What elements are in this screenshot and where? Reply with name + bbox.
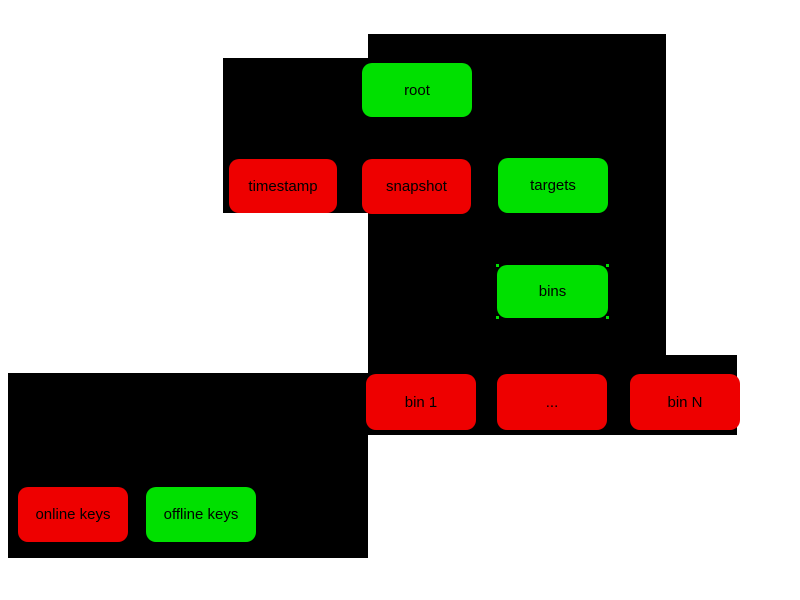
selection-corner-mark [606,264,609,267]
node-timestamp-label: timestamp [248,177,318,195]
node-bin-n: bin N [630,374,740,430]
node-bin-ellipsis-label: ... [545,393,559,411]
node-targets: targets [498,158,608,213]
legend-online-keys: online keys [18,487,128,542]
node-root-label: root [404,81,430,99]
selection-corner-mark [606,316,609,319]
node-bin-1-label: bin 1 [404,393,438,411]
selection-corner-mark [496,316,499,319]
legend-online-keys-label: online keys [35,506,111,523]
node-bin-ellipsis: ... [497,374,607,430]
node-snapshot-label: snapshot [386,178,447,195]
node-bin-n-label: bin N [667,393,703,411]
selection-corner-mark [496,264,499,267]
node-bins-label: bins [538,283,567,300]
node-targets-label: targets [530,177,576,194]
node-bin-1: bin 1 [366,374,476,430]
legend-offline-keys: offline keys [146,487,256,542]
node-bins: bins [496,264,609,319]
node-root: root [362,63,472,117]
node-snapshot: snapshot [362,159,471,214]
node-timestamp: timestamp [229,159,337,213]
legend-offline-keys-label: offline keys [163,506,239,523]
